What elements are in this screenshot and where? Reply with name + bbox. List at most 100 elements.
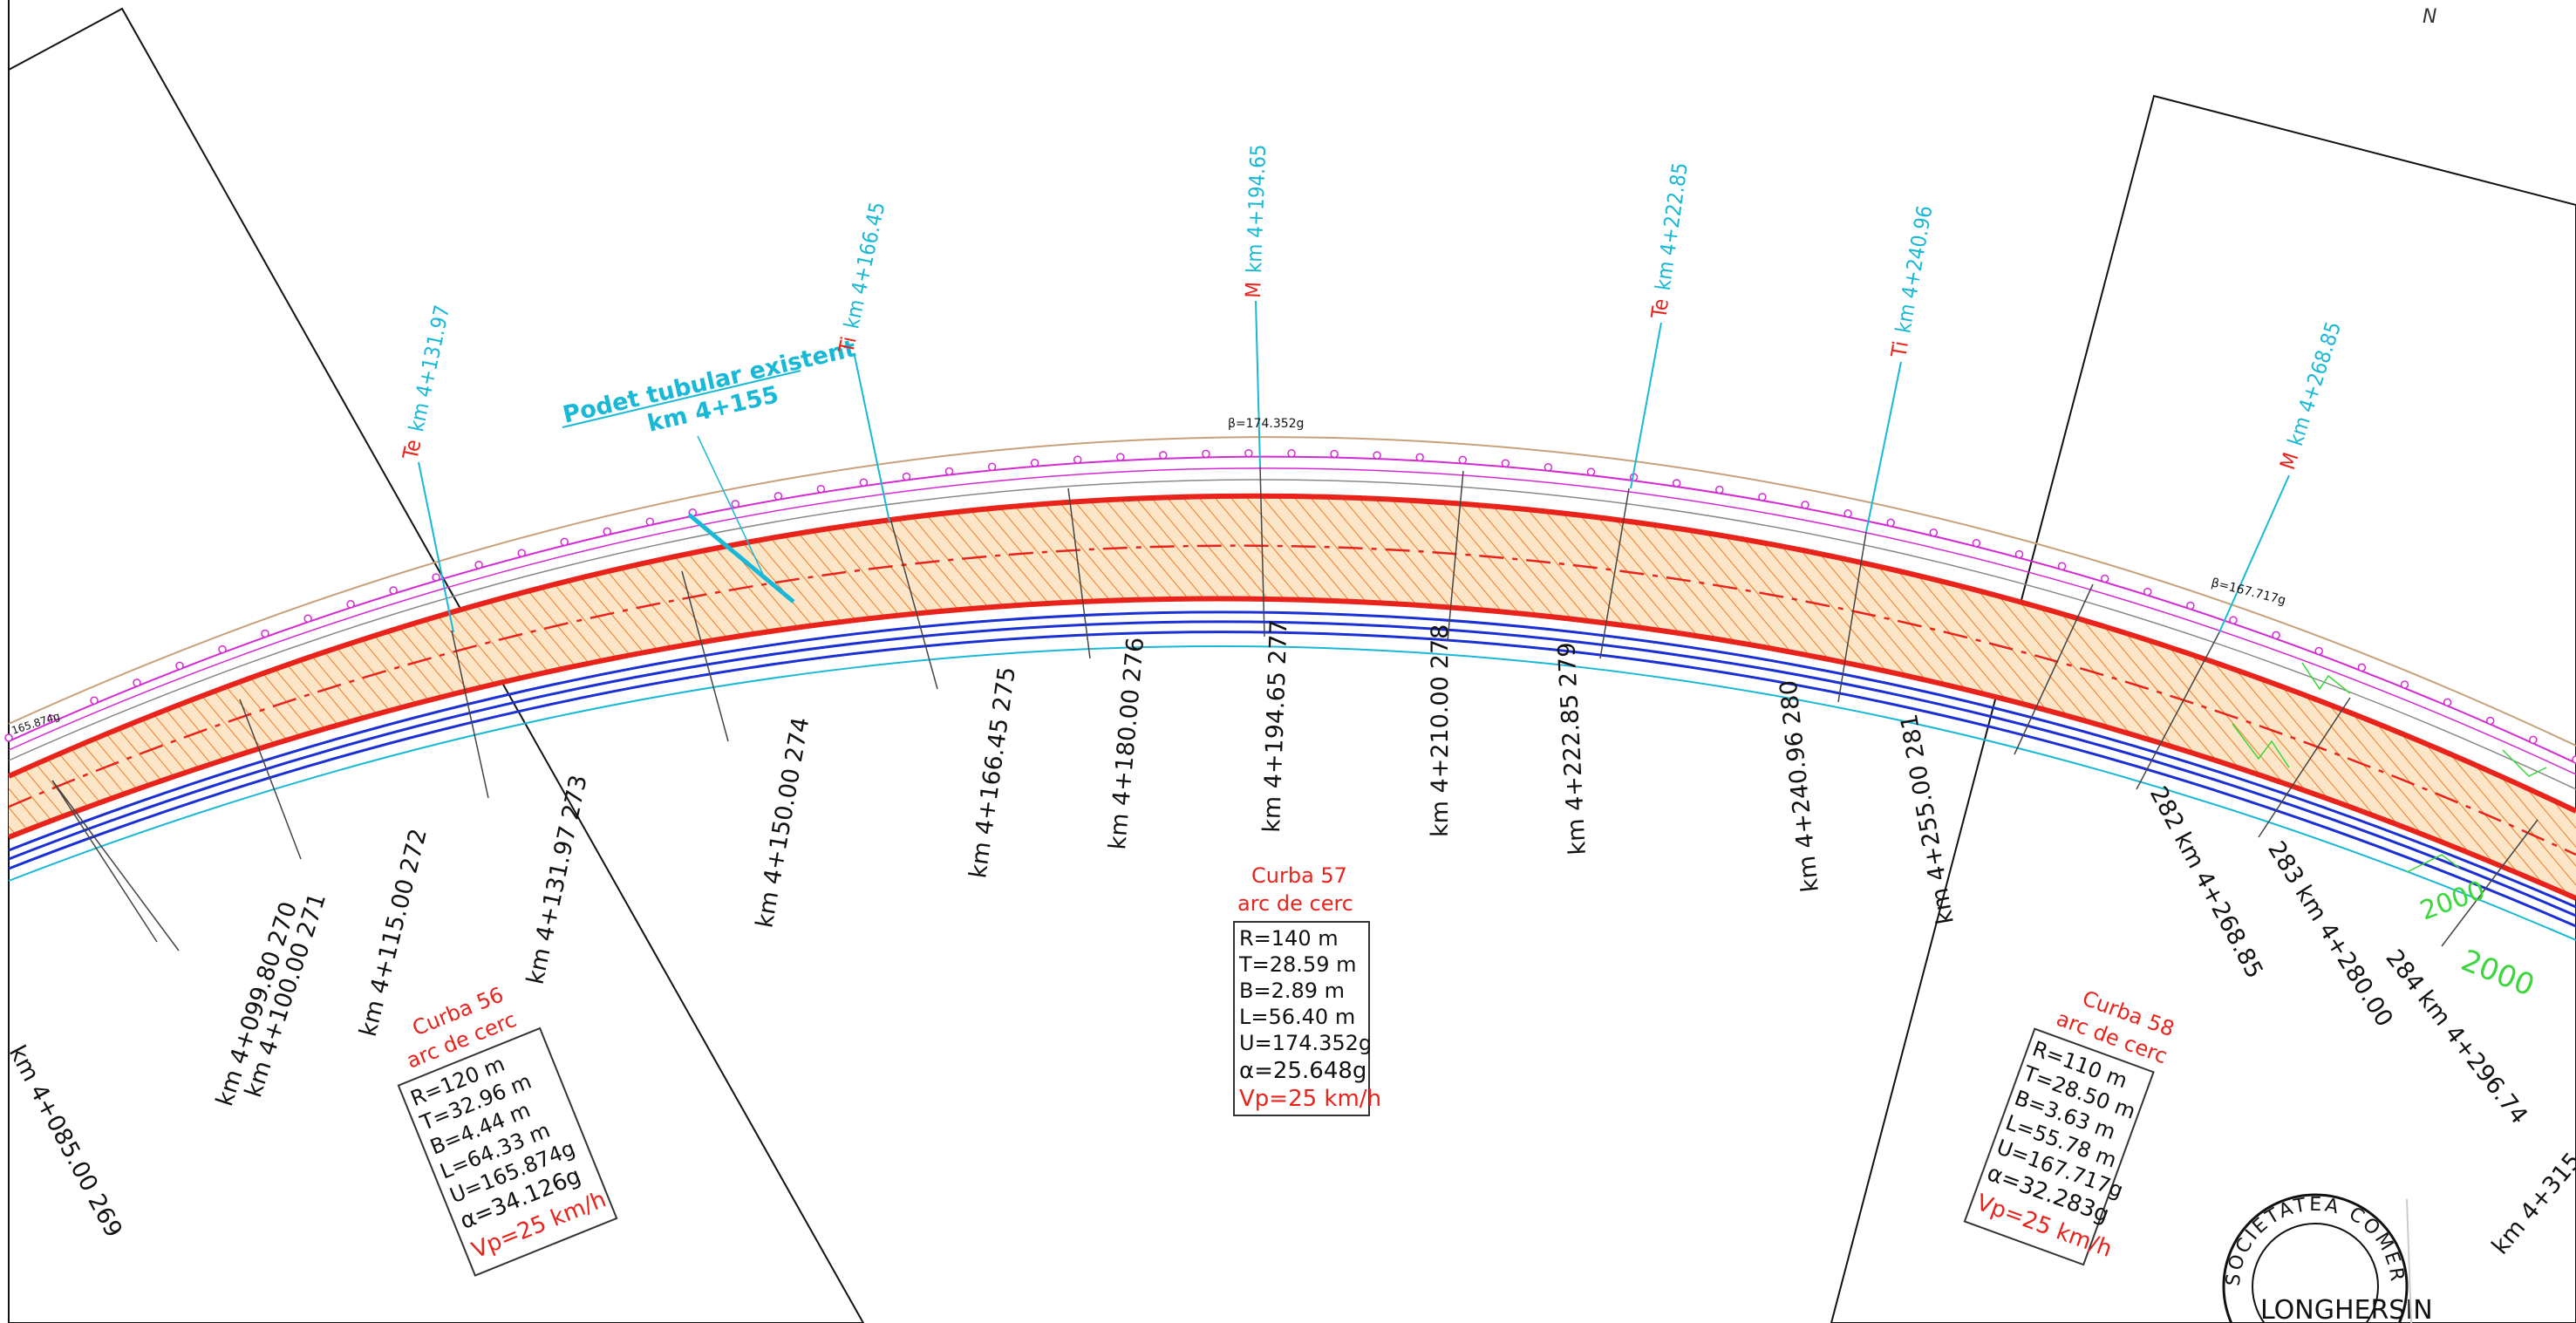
edge-marker bbox=[175, 661, 184, 671]
edge-markers bbox=[4, 448, 2576, 764]
profile-label: km 4+180.00276 bbox=[1104, 636, 1149, 850]
curve-B: B=2.89 m bbox=[1239, 979, 1345, 1003]
profile-label: km 4+315.00 bbox=[2487, 1119, 2576, 1259]
profile-label: km 4+131.97273 bbox=[522, 773, 593, 986]
tp-type: Te bbox=[398, 438, 426, 463]
edge-marker bbox=[432, 573, 440, 582]
profile-label: km 4+240.96280 bbox=[1775, 679, 1824, 893]
edge-marker bbox=[603, 527, 611, 536]
curve-table-56: Curba 56 arc de cerc R=120 m T=32.96 m B… bbox=[397, 982, 618, 1277]
curve-table-58: Curba 58 arc de cerc R=110 m T=28.50 m B… bbox=[1963, 985, 2177, 1266]
edge-marker bbox=[2014, 549, 2024, 559]
tp-chainage: km 4+268.85 bbox=[2283, 318, 2346, 448]
edge-marker bbox=[1244, 448, 1253, 458]
culvert-pipe bbox=[687, 513, 795, 604]
edge-marker bbox=[773, 492, 783, 501]
profile-label: km 4+085.00269 bbox=[3, 1041, 127, 1242]
curve-R: R=140 m bbox=[1239, 926, 1339, 951]
edge-red-bottom bbox=[7, 596, 2576, 901]
edge-marker bbox=[1458, 455, 1468, 465]
edge-blue-3 bbox=[8, 631, 2576, 928]
svg-text:Tikm 4+166.45: Tikm 4+166.45 bbox=[834, 200, 889, 356]
stamp-name: LONGHERSIN bbox=[2260, 1295, 2433, 1323]
svg-text:Tekm 4+222.85: Te km 4+222.85 bbox=[1646, 161, 1693, 321]
edge-marker bbox=[1801, 501, 1809, 509]
edge-marker bbox=[816, 484, 826, 494]
edge-marker bbox=[1544, 463, 1553, 472]
edge-marker bbox=[859, 478, 869, 487]
profile-label: km 4+115.00272 bbox=[355, 826, 433, 1040]
culvert-title-underline bbox=[562, 370, 801, 428]
tp-chainage: km 4+131.97 bbox=[404, 303, 454, 433]
edge-marker bbox=[303, 614, 312, 624]
edge-marker bbox=[560, 537, 569, 547]
profile-label: km 4+166.45275 bbox=[964, 665, 1021, 880]
edge-marker bbox=[218, 644, 227, 654]
edge-marker bbox=[1672, 479, 1681, 488]
beta-label-58: β=167.717g bbox=[2210, 576, 2287, 608]
green-survey-marks bbox=[2232, 662, 2547, 873]
edge-marker bbox=[517, 549, 526, 557]
edge-line-grey bbox=[8, 479, 2576, 790]
tp-chainage: km 4+240.96 bbox=[1891, 204, 1937, 335]
profile-leaders bbox=[51, 466, 2539, 951]
edge-cyan bbox=[8, 645, 2576, 941]
edge-marker bbox=[1330, 449, 1339, 459]
edge-marker bbox=[1843, 509, 1852, 518]
culvert-pointer bbox=[697, 435, 767, 581]
profile-label: km 4+150.00274 bbox=[751, 715, 814, 930]
beta-label-56: 165.874g bbox=[10, 710, 62, 737]
edge-marker bbox=[1886, 518, 1895, 528]
curve-U: U=174.352g bbox=[1239, 1031, 1372, 1055]
tp-type: Te bbox=[1646, 297, 1673, 321]
tp-type: M bbox=[2275, 449, 2303, 472]
edge-marker bbox=[2314, 646, 2323, 656]
edge-marker bbox=[2400, 680, 2409, 689]
svg-text:Mkm 4+268.85: Mkm 4+268.85 bbox=[2275, 318, 2346, 472]
edge-marker bbox=[2357, 663, 2367, 672]
edge-line-magenta-2 bbox=[8, 467, 2576, 775]
curve-title: Curba 57 bbox=[1251, 863, 1347, 888]
edge-marker bbox=[389, 586, 398, 595]
beta-label-57: β=174.352g bbox=[1228, 417, 1304, 431]
edge-marker bbox=[1287, 449, 1296, 458]
north-symbol: N bbox=[2423, 6, 2436, 28]
sheet-frame-right bbox=[1830, 94, 2576, 1323]
edge-red-top bbox=[7, 493, 2576, 814]
profile-label: km 4+255.00281 bbox=[1896, 712, 1959, 926]
edge-marker bbox=[1116, 453, 1125, 461]
edge-marker bbox=[1758, 493, 1767, 501]
tp-chainage: km 4+166.45 bbox=[839, 200, 889, 331]
tp-chainage: km 4+194.65 bbox=[1242, 144, 1271, 274]
tangent-point-3: Mkm 4+194.65 bbox=[1241, 144, 1271, 467]
edge-marker bbox=[1715, 485, 1724, 494]
tp-chainage: km 4+222.85 bbox=[1651, 161, 1693, 292]
profile-label: 282km 4+268.85 bbox=[2144, 782, 2268, 983]
edge-marker bbox=[1030, 459, 1039, 467]
edge-marker bbox=[474, 560, 483, 569]
profile-label: km 4+194.65277 bbox=[1258, 619, 1293, 833]
svg-text:Tikm 4+240.96: Tikm 4+240.96 bbox=[1886, 204, 1937, 360]
edge-marker bbox=[1415, 453, 1424, 462]
edge-marker bbox=[2272, 631, 2280, 640]
edge-marker bbox=[2485, 716, 2495, 726]
edge-marker bbox=[1159, 451, 1168, 460]
edge-marker bbox=[4, 733, 13, 742]
svg-text:Mkm 4+194.65: Mkm 4+194.65 bbox=[1241, 144, 1271, 298]
edge-marker bbox=[47, 714, 56, 723]
edge-marker bbox=[1501, 459, 1510, 467]
curve-T: T=28.59 m bbox=[1238, 952, 1356, 977]
edge-marker bbox=[1586, 467, 1596, 476]
edge-marker bbox=[90, 696, 99, 705]
edge-marker bbox=[261, 629, 269, 638]
curve-table-57: Curba 57 arc de cerc R=140 m T=28.59 m B… bbox=[1233, 863, 1381, 1116]
edge-marker bbox=[2229, 616, 2238, 624]
edge-marker bbox=[2443, 698, 2452, 707]
edge-marker bbox=[1202, 449, 1210, 459]
edge-marker bbox=[1073, 455, 1082, 464]
green-level-label: 2000 bbox=[2457, 943, 2539, 1004]
edge-marker bbox=[2572, 755, 2576, 764]
edge-marker bbox=[987, 462, 997, 472]
tp-type: M bbox=[1241, 282, 1266, 299]
profile-label: km 4+210.00278 bbox=[1427, 624, 1454, 837]
